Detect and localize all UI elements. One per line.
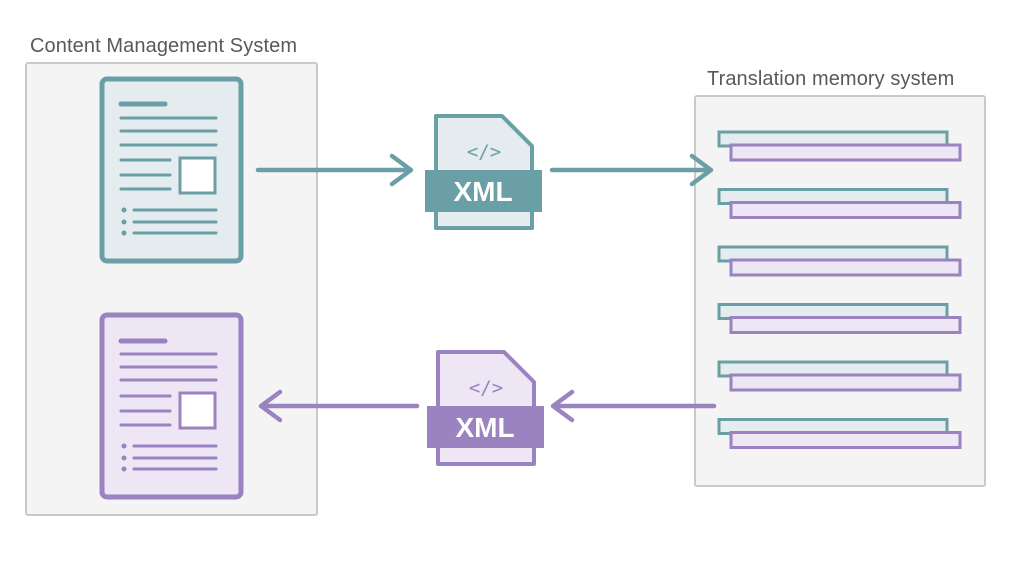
translated-document-icon [99,312,244,500]
tm-target-segment [729,373,962,392]
tm-target-segment [729,316,962,334]
tm-segment-pair [717,188,962,219]
arrow-xml-to-tm [549,153,714,187]
xml-out-label: XML [453,176,512,207]
tm-target-segment [729,258,962,277]
tm-target-segment [729,431,962,449]
arrow-tm-to-xml [550,389,717,423]
arrow-cms-to-xml [255,153,414,187]
xml-in-label: XML [455,412,514,443]
tm-target-segment [729,201,962,219]
tm-segment-list [717,130,962,449]
xml-out-code-glyph: </> [467,141,501,163]
cms-title: Content Management System [30,35,298,57]
tm-segment-pair [717,245,962,277]
tm-target-segment [729,143,962,162]
xml-in-file-icon: </> XML [427,350,544,466]
tm-title: Translation memory system [707,68,955,90]
tm-segment-pair [717,130,962,162]
source-document-icon [99,76,244,264]
xml-in-code-glyph: </> [469,377,503,399]
xml-out-file-icon: </> XML [425,114,542,230]
tm-segment-pair [717,418,962,449]
arrow-xml-to-cms [258,389,420,423]
tm-segment-pair [717,360,962,392]
tm-segment-pair [717,303,962,334]
